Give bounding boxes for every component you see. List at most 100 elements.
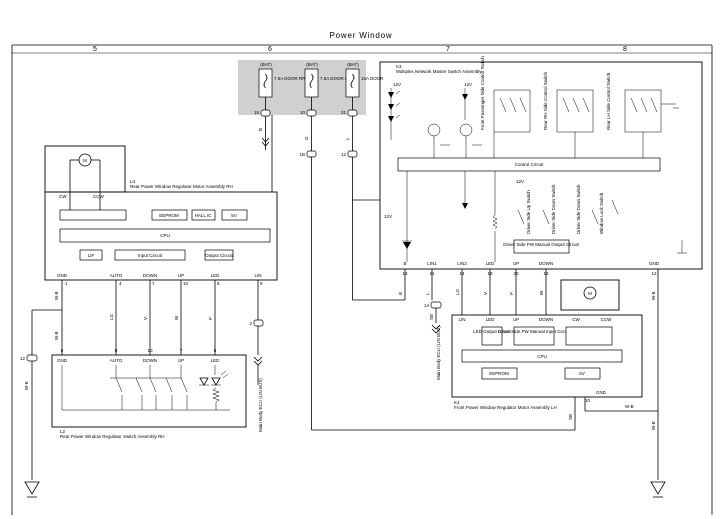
l4-pins: GND AUTO DOWN UP LED LIN 1 4 7 10 5 9 [57,273,263,286]
pin-name: CW [572,317,580,322]
led-light-icon [395,90,401,119]
pin-name: CCW [601,317,612,322]
switch-icon [115,377,123,393]
k4-eeprom-block [481,367,518,380]
wire-color: W-B [651,291,656,300]
fuse-terminal [260,109,271,117]
column-label-6: 6 [268,46,272,53]
k4-motor-housing [560,279,620,311]
pin-name: UP [178,358,184,363]
switch-icon [591,209,599,225]
eeprom-block [151,209,188,221]
switch-icon [499,97,507,113]
k4-regulator-box [451,314,643,398]
switch-icon [180,377,188,393]
input-circuit-label: Input Circuit [138,253,163,258]
switch-label: Driver Side Up Switch [526,190,531,234]
diode-icon [199,377,209,386]
wire-color: B [398,292,403,295]
connector-label: 12 [20,356,26,361]
fuse-number: 15 [254,110,260,115]
motor-icon [583,286,597,300]
connector-label: 1B [299,152,305,157]
k3-name: Multiplex Network Master Switch Assembly [396,69,482,74]
pin-name: LIN1 [427,261,437,266]
l2-switch-contacts [110,365,188,410]
wire-color: P [208,317,213,320]
k3-front-passenger-switch: Front Passenger Side Control Switch [480,56,531,133]
wire-color: V [483,292,488,295]
k4-cpu-label: CPU [537,354,547,359]
fuse-door: (BAT) 15A DOOR [345,62,384,98]
switch-icon [542,209,550,225]
k4-pins: LIN LED UP DOWN CW CCW [458,317,612,322]
l4-cpu-label: CPU [160,233,170,238]
pin-name: GND [57,273,68,278]
main-body-ecu-note: Main Body ECU (LIN BUS) [258,378,263,432]
l4-id: L4 [130,179,136,184]
switch-icon [509,97,517,113]
pin-name: DOWN [143,273,157,278]
pin-num: 1 [65,281,68,286]
k3-rear-rh-switch: Rear RH Side Control Switch [543,71,594,133]
resistor-icon [212,387,220,403]
lif-block [79,249,103,261]
switch-icon [611,199,619,215]
motor-label: M [588,291,592,296]
connector-label: 2 [249,321,252,326]
led-light-icon [220,370,229,379]
column-label-5: 5 [93,46,97,53]
fuse-box [258,68,273,98]
switch-label: Window Lock Switch [599,192,604,234]
pin-num: 4 [119,281,122,286]
switch-icon [517,209,525,225]
l4-ccw-label: CCW [93,194,104,199]
connector-2 [253,319,264,327]
connector-12b [347,150,358,158]
wire-color: W [539,290,544,295]
fuse-terminal [306,109,317,117]
transistor-icon [459,123,473,137]
pin-name: DOWN [143,358,157,363]
pin-name: GND [649,261,660,266]
wire-color: W-B [625,404,634,409]
pin-name: LED [486,317,496,322]
eeprom-label: EEPROM [159,213,179,218]
k3-rear-lh-switch: Rear LH Side Control Switch [606,72,662,133]
connector-label: 14 [424,303,430,308]
switch-label: Rear RH Side Control Switch [543,71,548,130]
pin-name: LED [211,273,221,278]
k4-5v-block [564,367,601,380]
voltage-label: 12V [393,82,401,87]
l2-name: Rear Power Window Regulator Switch Assem… [60,434,165,439]
pin-name: B [403,261,406,266]
switch-label: Rear LH Side Control Switch [606,72,611,130]
fuse-rating: 7.5A DOOR RR [274,76,306,81]
voltage-label: 12V [384,214,392,219]
connector-label: 12 [341,152,347,157]
output-circuit-label: Output Circuit [205,253,233,258]
fuse-terminal [347,109,358,117]
wire-color: W-B [54,331,59,340]
k4-id: K4 [454,400,460,405]
pin-num: 12 [651,271,657,276]
wire-color: W-B [651,421,656,430]
fuse-rating: 7.5A DOOR RL [320,76,351,81]
fuse-number: 10 [300,110,306,115]
wire-color: B [258,128,263,131]
k3-id: K3 [396,64,402,69]
ground-icon [650,481,666,495]
wire-color: SB [568,414,573,420]
led-output-block [481,326,503,346]
wire-color: LG [109,313,114,320]
switch-frame [556,89,594,133]
fuse-top-label: (BAT) [260,62,272,67]
hall-ic-block [191,209,216,221]
switch-label: Front Passenger Side Control Switch [480,56,485,130]
pin-num: 10 [147,348,153,353]
pin-num: 10 [183,281,189,286]
l4-cpu-block [59,228,271,243]
k3-master-switch-box [379,61,703,270]
switch-icon [650,97,658,113]
